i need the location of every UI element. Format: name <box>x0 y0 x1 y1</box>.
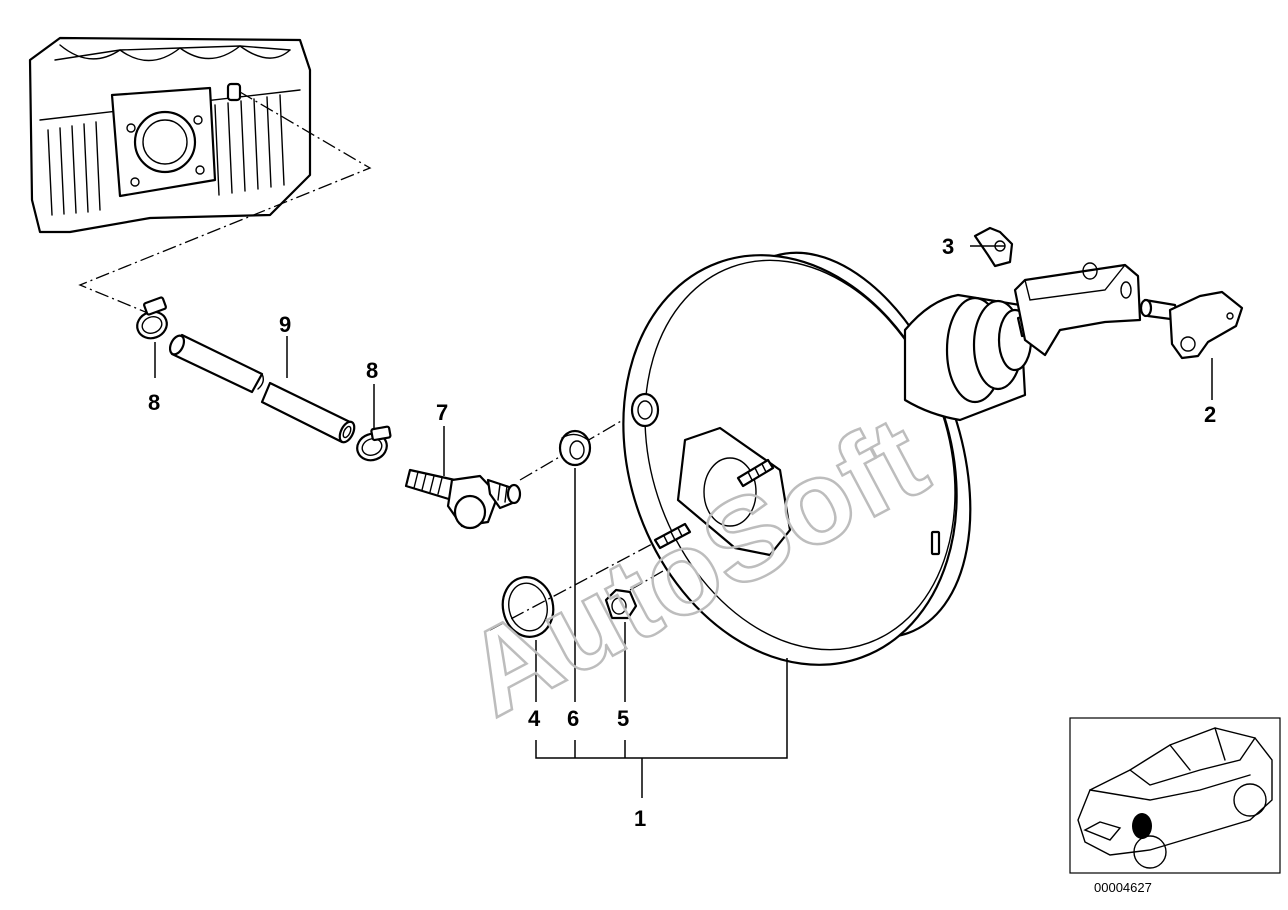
vacuum-hose-icon <box>168 333 356 444</box>
callout-3: 3 <box>942 234 954 259</box>
grommet-icon <box>558 429 592 467</box>
callout-9: 9 <box>279 312 291 337</box>
intake-manifold-icon <box>28 36 312 234</box>
gasket-icon <box>501 576 555 638</box>
hose-clamp-icon <box>136 296 168 340</box>
clevis-pin-icon <box>1139 290 1244 360</box>
callout-5: 5 <box>617 706 629 731</box>
brake-booster-icon <box>622 251 1047 666</box>
callout-7: 7 <box>436 400 448 425</box>
clevis-fork-icon <box>973 226 1142 357</box>
callout-8: 8 <box>148 390 160 415</box>
vehicle-locator-icon <box>1069 717 1281 874</box>
check-valve-icon <box>404 468 522 530</box>
callout-4: 4 <box>528 706 541 731</box>
callout-1: 1 <box>634 806 646 831</box>
callout-8: 8 <box>366 358 378 383</box>
callout-2: 2 <box>1204 402 1216 427</box>
diagram-id: 00004627 <box>1094 880 1152 895</box>
hose-clamp-icon <box>356 425 392 462</box>
hex-nut-icon <box>604 588 638 620</box>
location-marker <box>1132 813 1152 839</box>
callout-6: 6 <box>567 706 579 731</box>
